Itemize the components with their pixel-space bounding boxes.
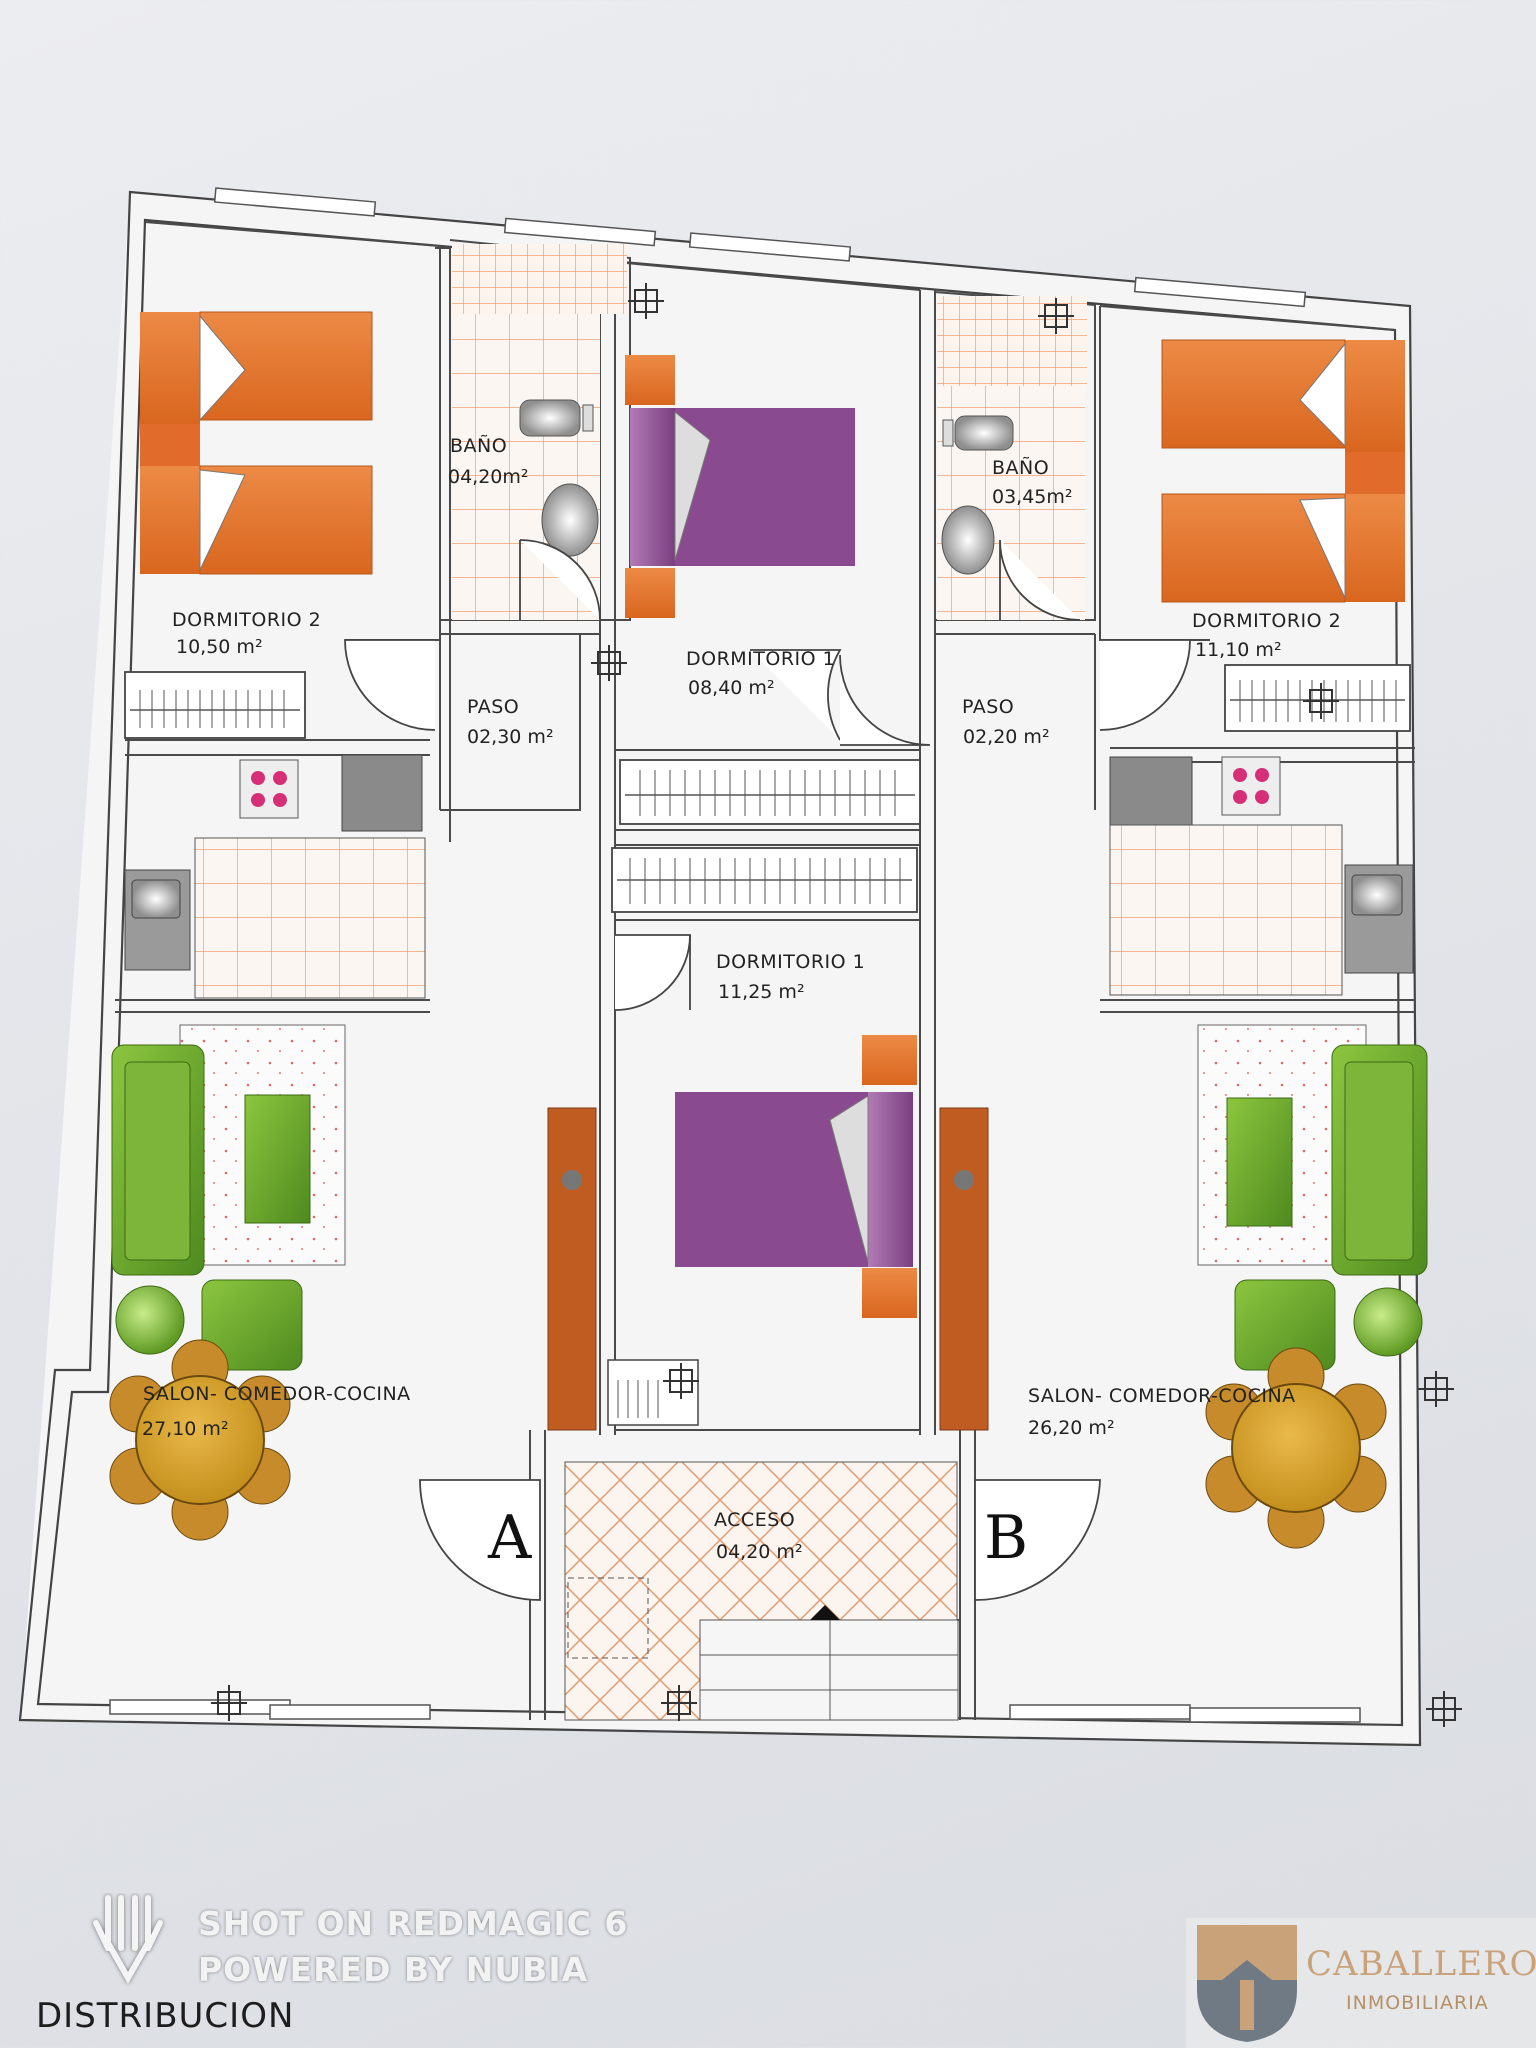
svg-text:10,50 m²: 10,50 m² <box>176 636 263 658</box>
svg-text:04,20m²: 04,20m² <box>448 466 529 488</box>
svg-text:03,45m²: 03,45m² <box>992 486 1073 508</box>
twin-beds-left <box>140 311 373 575</box>
shield-icon <box>1197 1925 1297 2042</box>
structural-columns <box>211 283 1462 1727</box>
svg-text:DORMITORIO 2: DORMITORIO 2 <box>1192 610 1341 632</box>
room-label-paso-left: PASO 02,30 m² <box>467 696 554 748</box>
unit-label-a: A <box>487 1503 532 1573</box>
redmagic-logo-icon <box>93 1895 163 1985</box>
room-label-dorm2-right: DORMITORIO 2 11,10 m² <box>1192 610 1341 661</box>
svg-text:02,20 m²: 02,20 m² <box>963 726 1050 748</box>
bath-tiles-top-right <box>937 296 1087 386</box>
watermark-line-2: POWERED BY NUBIA <box>198 1950 589 1989</box>
washbasin-icon <box>541 483 599 557</box>
brand-logo: CABALLERO INMOBILIARIA <box>1186 1918 1536 2048</box>
room-label-dorm1-mid: DORMITORIO 1 11,25 m² <box>716 951 865 1003</box>
room-label-dorm2-left: DORMITORIO 2 10,50 m² <box>172 609 321 658</box>
room-label-acceso: ACCESO 04,20 m² <box>714 1509 803 1563</box>
svg-text:ACCESO: ACCESO <box>714 1509 795 1531</box>
svg-text:DORMITORIO 2: DORMITORIO 2 <box>172 609 321 631</box>
wardrobes <box>124 664 1411 1426</box>
living-right <box>1197 1024 1428 1371</box>
svg-text:PASO: PASO <box>467 696 519 718</box>
unit-label-b: B <box>984 1503 1028 1573</box>
caption-distribucion: DISTRIBUCION <box>36 1996 295 2036</box>
watermark-line-1: SHOT ON REDMAGIC 6 <box>198 1904 629 1943</box>
svg-text:26,20 m²: 26,20 m² <box>1028 1417 1115 1439</box>
svg-text:DORMITORIO 1: DORMITORIO 1 <box>686 648 835 670</box>
svg-text:BAÑO: BAÑO <box>992 456 1049 479</box>
room-label-salon-right: SALON- COMEDOR-COCINA 26,20 m² <box>1028 1385 1296 1439</box>
svg-text:DORMITORIO 1: DORMITORIO 1 <box>716 951 865 973</box>
washbasin-icon <box>941 505 995 575</box>
svg-text:02,30 m²: 02,30 m² <box>467 726 554 748</box>
logo-name: CABALLERO <box>1306 1944 1536 1984</box>
double-bed-middle <box>675 1035 917 1318</box>
svg-text:PASO: PASO <box>962 696 1014 718</box>
room-label-bano-right: BAÑO 03,45m² <box>992 456 1073 508</box>
toilet-icon <box>942 415 1014 451</box>
door-swings <box>344 539 1191 1601</box>
toilet-icon <box>519 399 594 437</box>
bath-tiles-top-left <box>452 244 627 314</box>
dining-table-right <box>1205 1347 1387 1549</box>
svg-text:SALON- COMEDOR-COCINA: SALON- COMEDOR-COCINA <box>1028 1385 1296 1407</box>
entrance-steps <box>699 1605 959 1721</box>
svg-text:27,10 m²: 27,10 m² <box>142 1418 229 1440</box>
svg-text:11,10 m²: 11,10 m² <box>1195 639 1282 661</box>
room-label-bano-left: BAÑO 04,20m² <box>448 434 529 488</box>
svg-text:BAÑO: BAÑO <box>450 434 507 457</box>
room-label-paso-right: PASO 02,20 m² <box>962 696 1050 748</box>
sliding-doors <box>547 1107 989 1431</box>
room-label-salon-left: SALON- COMEDOR-COCINA 27,10 m² <box>142 1383 411 1440</box>
double-bed-top <box>625 355 855 618</box>
kitchen-left <box>124 754 426 999</box>
twin-beds-right <box>1161 339 1405 603</box>
dining-table-left <box>109 1339 291 1541</box>
kitchen-right <box>1109 756 1414 996</box>
logo-subtitle: INMOBILIARIA <box>1346 1992 1489 2014</box>
doormat <box>567 1577 649 1659</box>
room-label-dorm1-top: DORMITORIO 1 08,40 m² <box>686 648 835 699</box>
svg-text:SALON- COMEDOR-COCINA: SALON- COMEDOR-COCINA <box>143 1383 411 1405</box>
living-left <box>111 1024 346 1371</box>
svg-text:08,40 m²: 08,40 m² <box>688 677 775 699</box>
svg-text:11,25 m²: 11,25 m² <box>718 981 805 1003</box>
svg-text:04,20 m²: 04,20 m² <box>716 1541 803 1563</box>
